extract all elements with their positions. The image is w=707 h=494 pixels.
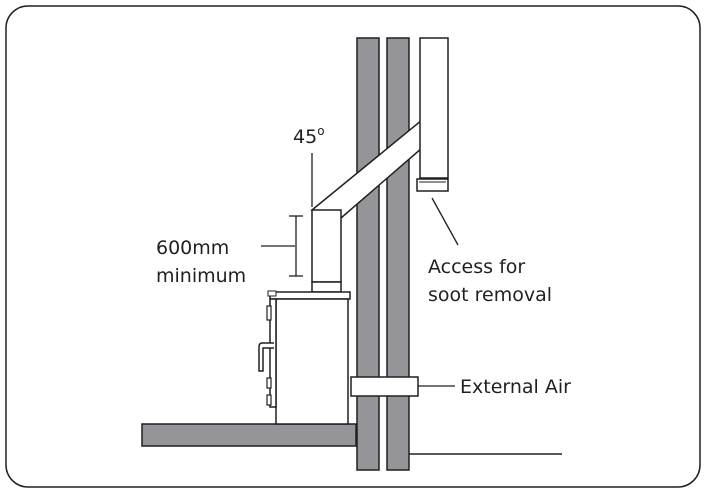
stove-hinge-top	[266, 305, 272, 321]
external-air-label: External Air	[460, 376, 571, 398]
min-height-label-line1: 600mm	[156, 237, 229, 259]
stove-door-edge	[269, 298, 277, 408]
stove-top-plate	[269, 291, 351, 300]
stove-top-ridge	[267, 290, 277, 297]
stove-body	[275, 298, 349, 425]
stove-hinge-middle	[266, 377, 272, 389]
min-height-label-line2: minimum	[156, 265, 246, 287]
wall-inner-leaf	[356, 37, 380, 471]
angle-unit: o	[317, 124, 324, 138]
soot-access-cap	[416, 178, 449, 192]
angle-value: 45	[293, 126, 317, 148]
external-air-duct	[350, 376, 419, 397]
access-label-line1: Access for	[428, 256, 525, 278]
stove-hinge-bottom	[266, 394, 272, 406]
stove-door-handle	[258, 342, 274, 372]
wall-outer-leaf	[386, 37, 410, 471]
angle-label: 45o	[293, 124, 325, 148]
access-label-line2: soot removal	[428, 284, 552, 306]
stove-collar	[311, 281, 342, 293]
soot-access-leader	[431, 197, 459, 246]
flue-pipe-vertical	[311, 209, 342, 283]
external-chimney-pipe	[419, 37, 449, 179]
diagram-frame	[5, 5, 701, 488]
hearth-slab	[141, 423, 357, 447]
